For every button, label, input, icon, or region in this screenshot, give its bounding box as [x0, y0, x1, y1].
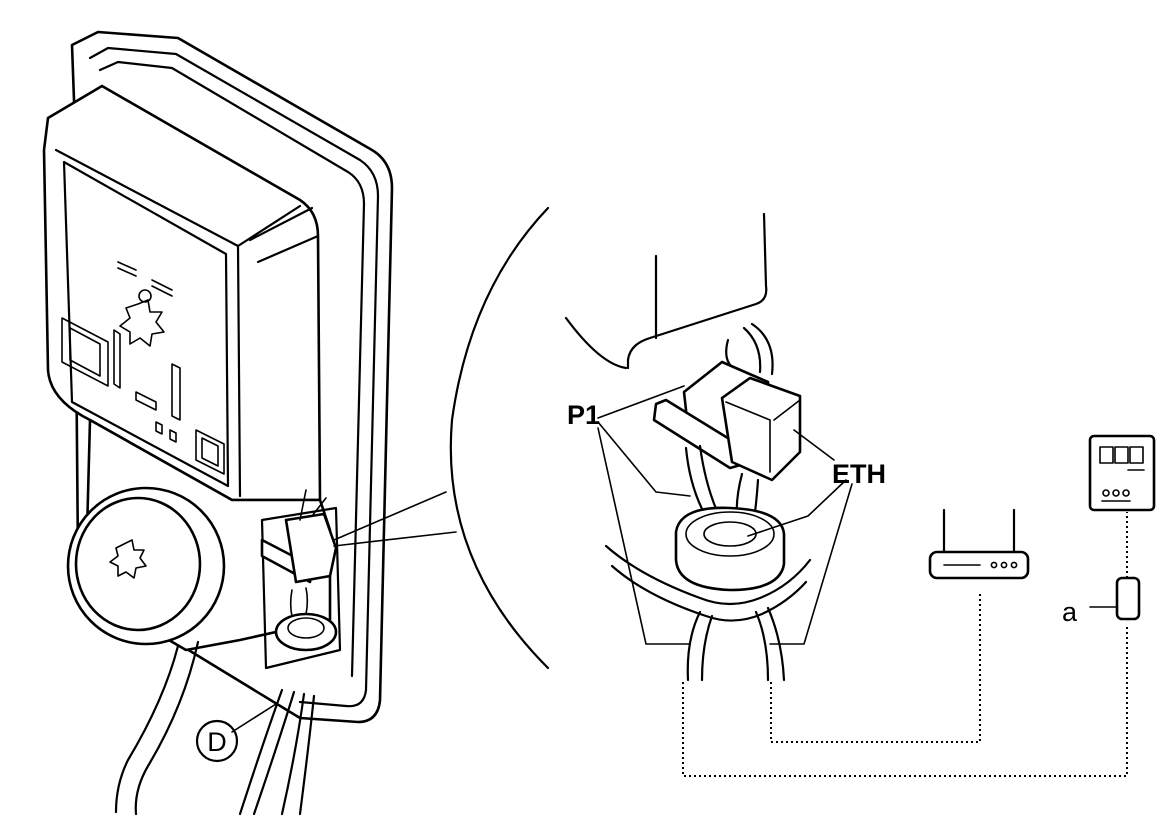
zoom-pointer: [333, 491, 457, 547]
adapter-body: [1115, 576, 1141, 621]
eth-to-router-line: [770, 594, 981, 743]
meter-dot-3: [1122, 489, 1130, 497]
meter-icon: [1088, 434, 1156, 512]
gear-symbol-icon: [119, 299, 165, 347]
router-led-3: [1010, 561, 1018, 569]
cable-bottom-c: [280, 692, 306, 816]
zoom-enclosure-bottom-2: [610, 564, 808, 622]
holster-gear-icon: [109, 539, 147, 579]
small-squares: [155, 421, 177, 443]
back-plate-rim-inner: [98, 60, 366, 678]
p1-leader: [597, 385, 691, 645]
right-connector-block: [284, 512, 338, 584]
cable-bottom-b: [252, 690, 296, 816]
connector-bay: [260, 506, 342, 670]
meter-body: [1088, 434, 1156, 512]
eth-connector-body: [720, 376, 802, 482]
zoom-detail: [564, 212, 853, 682]
cable-gland-small: [274, 612, 338, 652]
zoom-cable-p1-left: [686, 610, 702, 682]
display-window: [61, 317, 109, 387]
zoom-cable-eth-left: [754, 610, 770, 682]
meter-dot-2: [1112, 489, 1120, 497]
router-led-2: [1000, 561, 1008, 569]
bar-symbol-right: [171, 363, 181, 421]
p1-to-adapter-line: [682, 625, 1128, 777]
small-indicator: [135, 391, 157, 411]
socket-holster-cap: [74, 496, 202, 632]
label-d: D: [207, 727, 227, 757]
meter-display-3: [1129, 446, 1144, 464]
label-eth: ETH: [832, 459, 886, 489]
cable-bottom-a: [238, 688, 284, 816]
back-plate-rim: [88, 46, 380, 708]
connector-wires: [289, 489, 327, 631]
zoom-cable-eth-right: [766, 606, 786, 682]
cable-gland-small-inner: [287, 617, 325, 639]
label-d-callout: D: [195, 703, 277, 763]
meter-display-2: [1114, 446, 1129, 464]
zoom-enclosure-bottom: [604, 544, 812, 606]
label-p1: P1: [567, 400, 600, 430]
zoom-arc: [449, 206, 550, 670]
cover-side-edge: [236, 204, 320, 264]
router-led-1: [990, 561, 998, 569]
dotted-connections: [682, 512, 1128, 777]
socket-symbol: [195, 429, 225, 475]
zoom-housing: [564, 212, 768, 370]
meter-dot-1: [1102, 489, 1110, 497]
status-dash-left: [117, 261, 137, 277]
cable-left-b: [134, 640, 200, 816]
zoom-gland-rim: [685, 511, 775, 557]
zoom-cable-p1-right: [700, 614, 714, 682]
eth-connector-detail: [725, 399, 801, 473]
eth-leader: [747, 429, 853, 645]
meter-display-1: [1099, 446, 1114, 464]
label-a: a: [1062, 597, 1078, 627]
status-dash-right: [151, 279, 173, 297]
adapter-icon: [1089, 576, 1141, 621]
cable-left-a: [114, 644, 180, 814]
bar-symbol: [113, 329, 121, 389]
cable-bottom-d: [298, 694, 316, 816]
label-d-circle: [195, 719, 239, 763]
charger-unit-icon: [42, 30, 457, 816]
zoom-cable-gland: [674, 506, 786, 592]
router-icon: [928, 508, 1030, 580]
